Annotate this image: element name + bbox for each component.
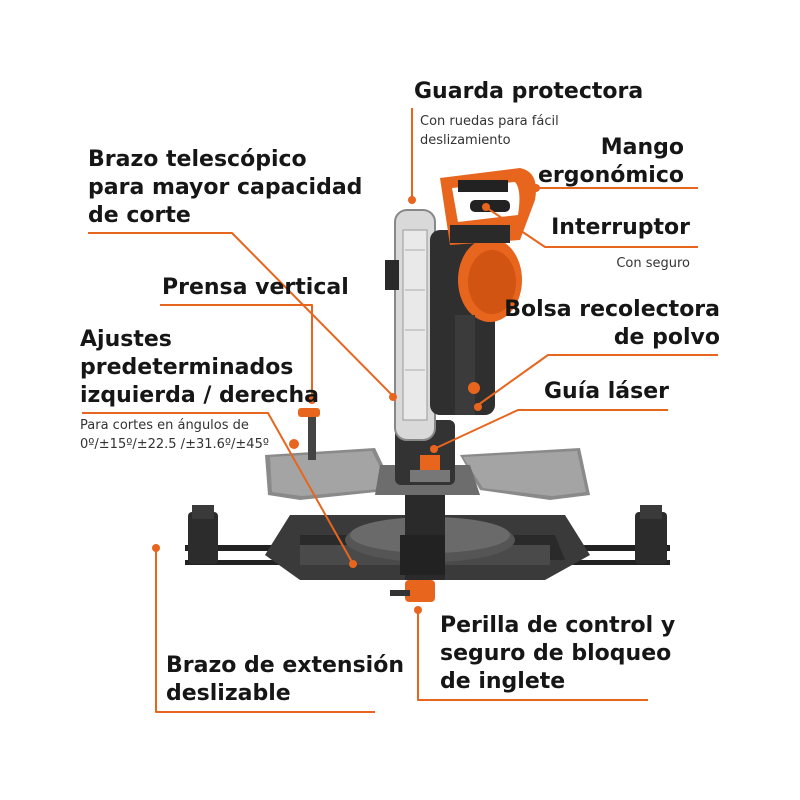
interruptor-title: Interruptor [551, 215, 690, 240]
extension-title: Brazo de extensión deslizable [166, 653, 404, 706]
ajustes-subtitle: Para cortes en ángulos de 0º/±15º/±22.5 … [80, 418, 269, 452]
guarda-subtitle: Con ruedas para fácil deslizamiento [420, 114, 559, 148]
prensa-title: Prensa vertical [162, 275, 349, 300]
interruptor-subtitle: Con seguro [616, 256, 690, 271]
mango-title: Mango ergonómico [537, 135, 684, 188]
vertical-clamp [289, 408, 320, 460]
dot-mango [532, 184, 540, 192]
extension-rails [185, 505, 670, 565]
leader-ajustes [82, 412, 353, 563]
dot-guia [430, 445, 438, 453]
dot-telescopico [389, 393, 397, 401]
dot-prensa [308, 396, 316, 404]
dot-perilla [414, 606, 422, 614]
ajustes-title: Ajustes predeterminados izquierda / dere… [80, 327, 320, 408]
saw-base [265, 480, 590, 602]
work-tables [265, 448, 590, 500]
motor-housing [430, 230, 522, 415]
leader-prensa [160, 304, 313, 398]
bolsa-title: Bolsa recolectora de polvo [504, 297, 720, 350]
perilla-title: Perilla de control y seguro de bloqueo d… [440, 613, 676, 694]
leader-guia [435, 409, 668, 449]
dot-bolsa [474, 403, 482, 411]
dot-ajustes [349, 560, 357, 568]
leader-bolsa [477, 354, 718, 406]
leader-perilla [417, 612, 648, 701]
brazo-telescopico-title: Brazo telescópico para mayor capacidad d… [88, 147, 363, 228]
blade-guard [385, 209, 436, 441]
guarda-title: Guarda protectora [414, 79, 644, 104]
dot-guarda [408, 196, 416, 204]
dot-extension [152, 544, 160, 552]
leader-interruptor [486, 207, 698, 248]
leader-telescopico [88, 232, 393, 396]
leader-extension [155, 550, 375, 713]
guia-title: Guía láser [543, 379, 669, 404]
dot-interruptor [482, 203, 490, 211]
